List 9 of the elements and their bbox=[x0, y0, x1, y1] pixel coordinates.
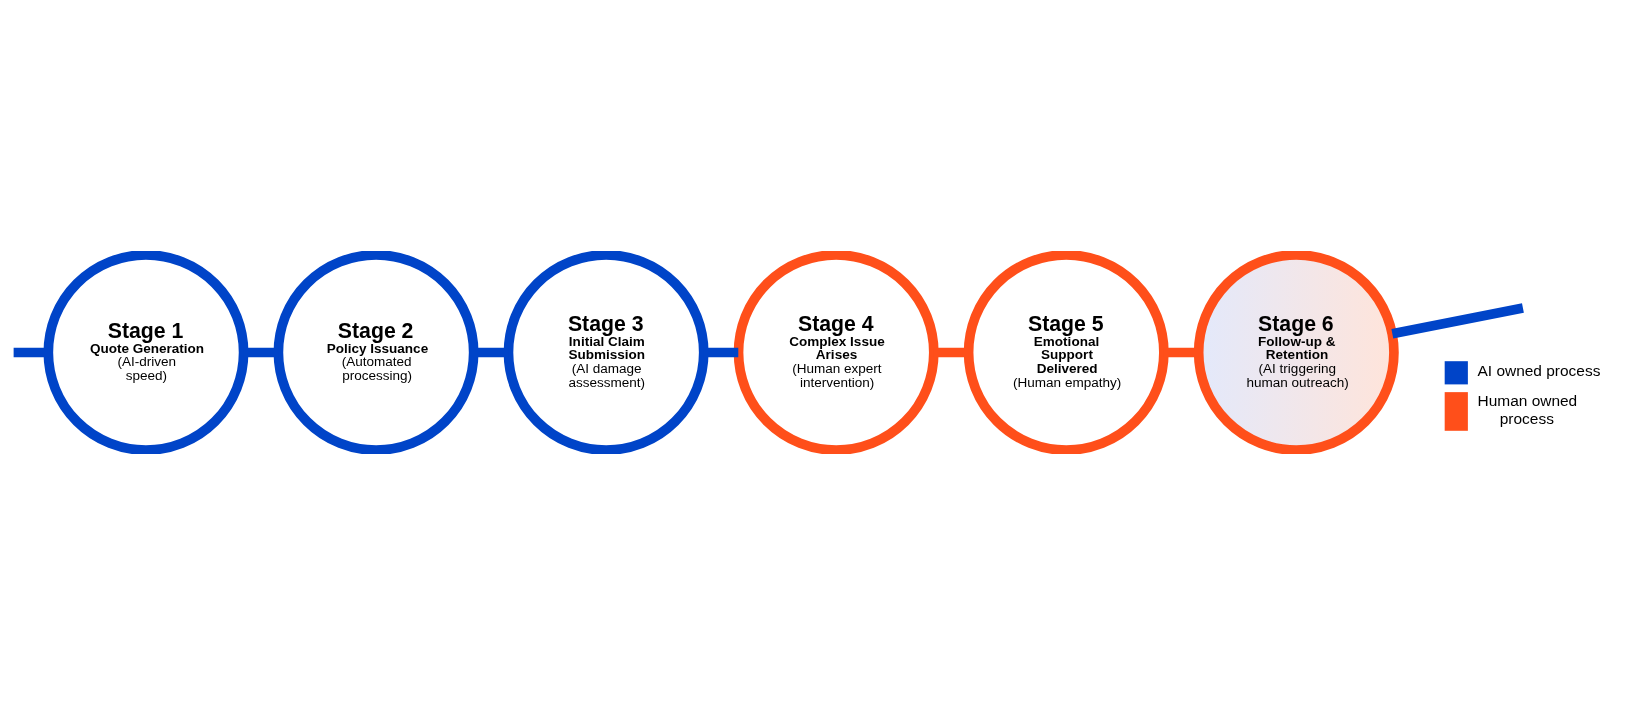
node-circle: Stage 6 Follow-up & Retention (AI triggering human outreach) bbox=[1193, 250, 1399, 454]
node-circle: Stage 2 Policy Issuance (Automated processing) bbox=[273, 250, 479, 454]
node-circle: Stage 5 Emotional Support Delivered (Human empathy) bbox=[963, 250, 1169, 454]
node-circle: Stage 1 Quote Generation (AI-driven speed) bbox=[43, 250, 249, 454]
legend-label: AI owned process bbox=[1477, 361, 1601, 379]
node-circle: Stage 3 Initial Claim Submission (AI damage assessment) bbox=[503, 250, 709, 454]
node-circle: Stage 4 Complex Issue Arises (Human expert intervention) bbox=[733, 250, 939, 454]
legend-label: Human owned process bbox=[1477, 391, 1578, 427]
connector bbox=[1391, 302, 1524, 339]
